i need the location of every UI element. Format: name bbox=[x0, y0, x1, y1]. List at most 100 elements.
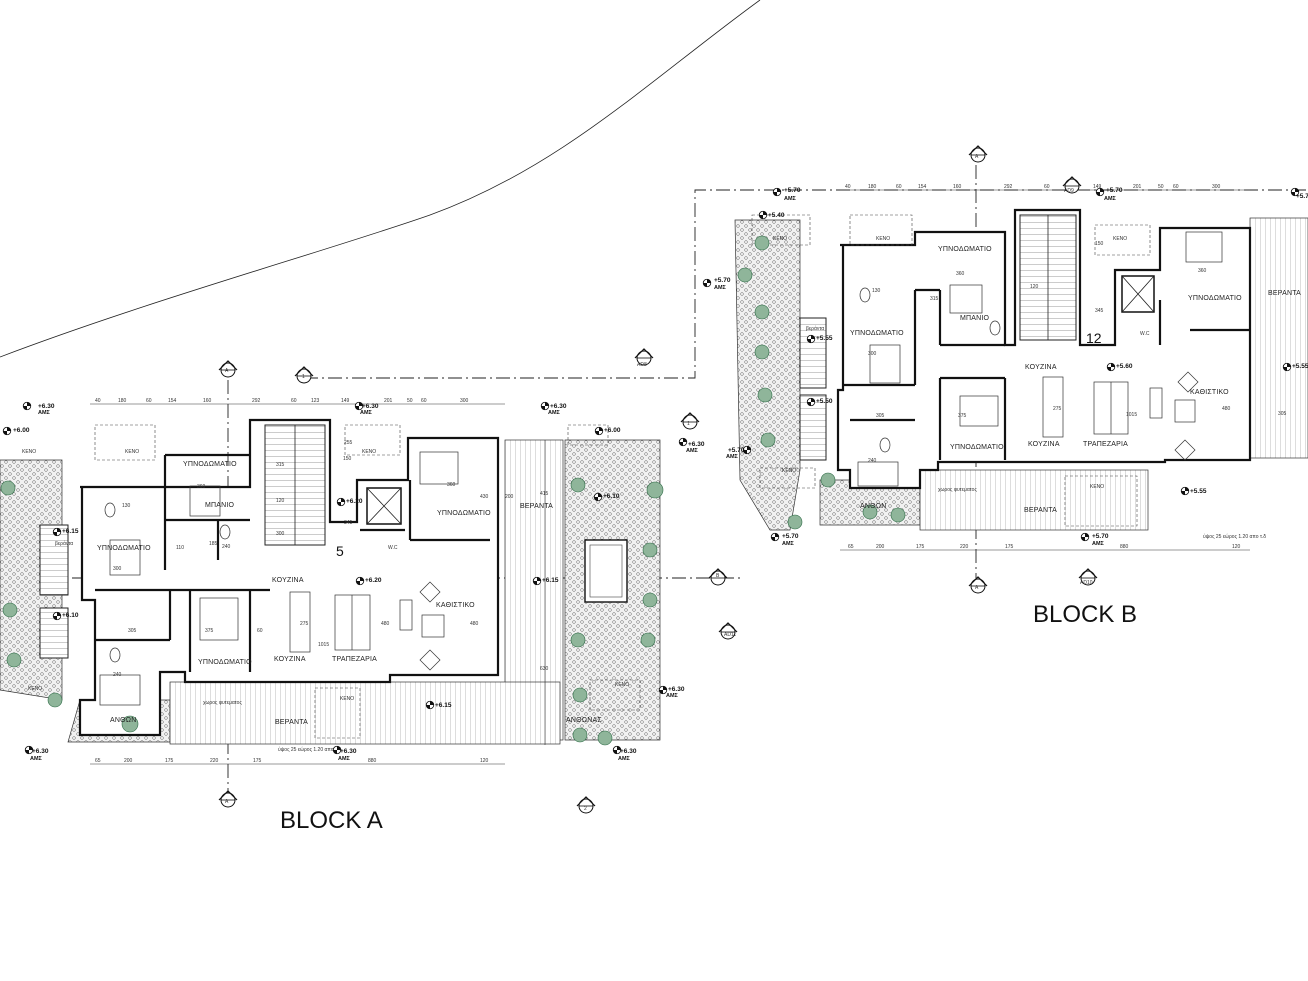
level-ams: ΑΜΣ bbox=[618, 756, 631, 762]
dim-top: 180 bbox=[118, 398, 127, 404]
block-b-trees bbox=[737, 235, 906, 530]
level-label: +6.15 bbox=[62, 528, 79, 535]
site-boundary-curve bbox=[0, 0, 761, 358]
dim-top: 300 bbox=[460, 398, 469, 404]
dim-label: 240 bbox=[868, 458, 877, 464]
block-b-title: BLOCK B bbox=[1033, 601, 1137, 628]
dim-label: 1015 bbox=[1126, 412, 1137, 418]
level-ams: ΑΜΣ bbox=[38, 410, 51, 416]
dim-bottom: 880 bbox=[368, 758, 377, 764]
dim-label: 360 bbox=[1198, 268, 1207, 274]
dim-top: 292 bbox=[252, 398, 261, 404]
level-label: +5.70 bbox=[1092, 533, 1109, 540]
level-label: +6.20 bbox=[365, 577, 382, 584]
dim-label: 300 bbox=[276, 531, 285, 537]
dim-label: 150 bbox=[343, 456, 352, 462]
dim-top: 149 bbox=[1093, 184, 1102, 190]
block-a-unit-number: 5 bbox=[336, 543, 344, 559]
block-a-void-label: ΚΕΝΟ bbox=[28, 686, 42, 692]
block-a-plan bbox=[0, 403, 664, 765]
block-a-room-label: ΜΠΑΝΙΟ bbox=[205, 502, 235, 509]
section-ref: AD9 bbox=[1064, 188, 1074, 194]
section-letter: A bbox=[975, 154, 979, 160]
section-letter: A bbox=[975, 585, 979, 591]
block-a-void-label: ΚΕΝΟ bbox=[22, 449, 36, 455]
block-b-bottom-dimensions: 65 200 175 220 175 880 120 bbox=[848, 544, 1241, 550]
block-b-void-label: ΚΕΝΟ bbox=[773, 236, 787, 242]
block-b-room-label: ΥΠΝΟΔΩΜΑΤΙΟ bbox=[1188, 295, 1242, 302]
block-b-void-label: ΚΕΝΟ bbox=[1113, 236, 1127, 242]
block-b-room-label: ΚΑΘΙΣΤΙΚΟ bbox=[1190, 389, 1229, 396]
dim-label: 200 bbox=[505, 494, 514, 500]
block-b-room-label: ΒΕΡΑΝΤΑ bbox=[1024, 507, 1057, 514]
dim-label: 1015 bbox=[318, 642, 329, 648]
dim-label: 240 bbox=[222, 544, 231, 550]
block-b-room-label: ΜΠΑΝΙΟ bbox=[960, 315, 990, 322]
block-a-void-label: ΚΕΝΟ bbox=[615, 682, 629, 688]
dim-bottom: 175 bbox=[165, 758, 174, 764]
dim-label: 630 bbox=[540, 666, 549, 672]
dim-label: 480 bbox=[470, 621, 479, 627]
block-b-note: ύψος 25 εώρος 1.20 απο τ.δ bbox=[1203, 533, 1266, 540]
dim-label: 305 bbox=[876, 413, 885, 419]
dim-top: 154 bbox=[168, 398, 177, 404]
level-label: +5.55 bbox=[1190, 488, 1207, 495]
block-b-room-label: ΥΠΝΟΔΩΜΑΤΙΟ bbox=[938, 246, 992, 253]
block-a-top-dimensions: 40 180 60 154 160 292 60 123 149 201 50 … bbox=[95, 398, 469, 404]
section-letter: B bbox=[716, 573, 720, 579]
dim-bottom: 220 bbox=[210, 758, 219, 764]
block-a-room-label: ΑΝΘΩΝΑΣ bbox=[566, 717, 602, 724]
dim-label: 255 bbox=[344, 440, 353, 446]
dim-top: 160 bbox=[203, 398, 212, 404]
block-b-void-label: ΚΕΝΟ bbox=[876, 236, 890, 242]
level-label: +5.55 bbox=[1292, 363, 1308, 370]
dim-label: 480 bbox=[381, 621, 390, 627]
dim-top: 160 bbox=[953, 184, 962, 190]
dim-top: 60 bbox=[291, 398, 297, 404]
level-ams: ΑΜΣ bbox=[548, 410, 561, 416]
dim-top: 300 bbox=[1212, 184, 1221, 190]
dim-label: 305 bbox=[128, 628, 137, 634]
level-label: +5.70 bbox=[782, 533, 799, 540]
level-label: +6.30 bbox=[620, 748, 637, 755]
block-b-room-label: ΥΠΝΟΔΩΜΑΤΙΟ bbox=[850, 330, 904, 337]
block-a-note: ύψος 25 εώρος 1.20 απο τ.δ bbox=[278, 746, 341, 753]
block-a-room-label: ΚΑΘΙΣΤΙΚΟ bbox=[436, 602, 475, 609]
level-label: +6.00 bbox=[604, 427, 621, 434]
level-label: +5.70 bbox=[728, 447, 745, 454]
dim-bottom: 65 bbox=[95, 758, 101, 764]
dim-top: 60 bbox=[421, 398, 427, 404]
block-a-title: BLOCK A bbox=[280, 807, 383, 834]
dim-label: 130 bbox=[872, 288, 881, 294]
dim-label: 315 bbox=[276, 462, 285, 468]
dim-bottom: 120 bbox=[480, 758, 489, 764]
dim-bottom: 200 bbox=[124, 758, 133, 764]
level-label: +6.10 bbox=[62, 612, 79, 619]
level-ams: ΑΜΣ bbox=[686, 448, 699, 454]
section-ref: AD8 bbox=[637, 362, 647, 368]
dim-bottom: 175 bbox=[253, 758, 262, 764]
dim-bottom: 120 bbox=[1232, 544, 1241, 550]
level-markers: +6.30 ΑΜΣ +6.00 +6.30 ΑΜΣ +6.30 ΑΜΣ +6.0… bbox=[2, 187, 1308, 762]
block-a-room-label: ΥΠΝΟΔΩΜΑΤΙΟ bbox=[97, 545, 151, 552]
level-label: +5.60 bbox=[1116, 363, 1133, 370]
block-b-room-label: ΒΕΡΑΝΤΑ bbox=[1268, 290, 1301, 297]
dim-label: 130 bbox=[122, 503, 131, 509]
section-letter: A bbox=[225, 799, 229, 805]
block-a-room-label: ΥΠΝΟΔΩΜΑΤΙΟ bbox=[183, 461, 237, 468]
dim-top: 201 bbox=[1133, 184, 1142, 190]
block-b-room-label: ΥΠΝΟΔΩΜΑΤΙΟ bbox=[950, 444, 1004, 451]
dim-top: 40 bbox=[845, 184, 851, 190]
level-ams: ΑΜΣ bbox=[30, 756, 43, 762]
block-a-room-label: ΥΠΝΟΔΩΜΑΤΙΟ bbox=[198, 659, 252, 666]
level-label: +6.20 bbox=[346, 498, 363, 505]
dim-top: 149 bbox=[341, 398, 350, 404]
dim-label: 300 bbox=[868, 351, 877, 357]
level-ams: ΑΜΣ bbox=[782, 541, 795, 547]
dim-label: 480 bbox=[1222, 406, 1231, 412]
section-letter: A bbox=[225, 368, 229, 374]
section-number: 1 bbox=[302, 374, 305, 380]
dim-label: 60 bbox=[257, 628, 263, 634]
dim-label: 345 bbox=[1095, 308, 1104, 314]
